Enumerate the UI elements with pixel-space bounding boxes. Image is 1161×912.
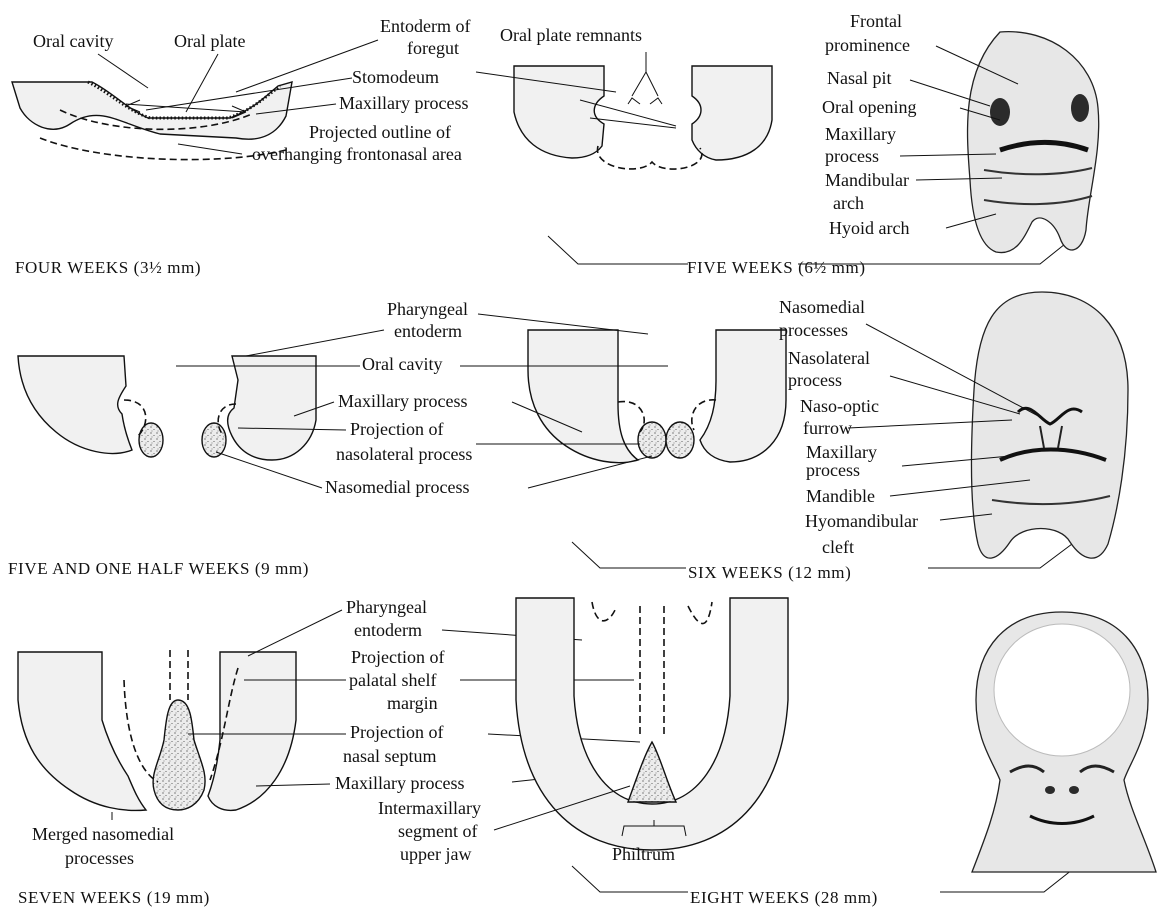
label-hyomandibular-2: cleft (822, 537, 854, 557)
panel-four-weeks: Oral cavity Oral plate Entoderm of foreg… (12, 16, 470, 277)
projected-frontonasal-outline (40, 138, 286, 160)
label-septum-2: nasal septum (343, 746, 436, 766)
six-weeks-left-section (528, 330, 638, 463)
caption-four-weeks: FOUR WEEKS (3½ mm) (15, 258, 201, 277)
label-pharyngeal-2-7w: entoderm (354, 620, 422, 640)
merged-nasomedial-processes (153, 700, 205, 810)
eight-weeks-section (516, 598, 788, 850)
label-oral-cavity-4w: Oral cavity (33, 31, 113, 51)
label-merged-1: Merged nasomedial (32, 824, 174, 844)
label-hyoid-arch: Hyoid arch (829, 218, 909, 238)
label-pharyngeal-1-7w: Pharyngeal (346, 597, 427, 617)
label-projection-1-5h: Projection of (350, 419, 443, 439)
label-nasooptic-1: Naso-optic (800, 396, 879, 416)
label-maxillary-2-5w: process (825, 146, 879, 166)
embryo-face-six-weeks (971, 292, 1128, 558)
label-entoderm-foregut-2: foregut (407, 38, 459, 58)
label-nasomedial-5h: Nasomedial process (325, 477, 469, 497)
label-intermax-1: Intermaxillary (378, 798, 481, 818)
six-weeks-right-section (700, 330, 786, 462)
label-frontal-2: prominence (825, 35, 910, 55)
five-weeks-right-section (692, 66, 772, 160)
label-nasooptic-2: furrow (803, 418, 852, 438)
label-oral-cavity-5h: Oral cavity (362, 354, 442, 374)
label-palatal-3: margin (387, 693, 438, 713)
label-pharyngeal-2-5h: entoderm (394, 321, 462, 341)
label-merged-2: processes (65, 848, 134, 868)
five-half-right-nasomedial (202, 423, 226, 457)
embryo-face-five-weeks (968, 32, 1099, 253)
label-nasomedial-1-6w: Nasomedial (779, 297, 865, 317)
label-oral-plate-remnants: Oral plate remnants (500, 25, 642, 45)
panel-eight-weeks: Intermaxillary segment of upper jaw Phil… (378, 598, 1156, 907)
caption-seven-weeks: SEVEN WEEKS (19 mm) (18, 888, 210, 907)
caption-five-half-weeks: FIVE AND ONE HALF WEEKS (9 mm) (8, 559, 309, 578)
label-pharyngeal-1-5h: Pharyngeal (387, 299, 468, 319)
caption-five-weeks: FIVE WEEKS (6½ mm) (687, 258, 866, 277)
five-half-left-nasomedial (139, 423, 163, 457)
label-maxillary-1-5w: Maxillary (825, 124, 896, 144)
label-stomodeum: Stomodeum (352, 67, 439, 87)
caption-six-weeks: SIX WEEKS (12 mm) (688, 563, 851, 582)
label-oral-plate-4w: Oral plate (174, 31, 245, 51)
label-frontal-1: Frontal (850, 11, 902, 31)
five-half-left-section (18, 356, 132, 453)
seven-weeks-left-section (18, 652, 146, 810)
label-palatal-1: Projection of (351, 647, 444, 667)
nasal-septum-triangle (628, 742, 676, 802)
panel-five-half-weeks: Pharyngeal entoderm Oral cavity Maxillar… (8, 299, 786, 578)
panel-five-weeks: Oral plate remnants FIVE WEEKS (6½ mm) F… (476, 11, 1099, 277)
label-intermax-3: upper jaw (400, 844, 471, 864)
label-maxillary-5h: Maxillary process (338, 391, 467, 411)
label-entoderm-foregut-1: Entoderm of (380, 16, 470, 36)
label-projected-outline-1: Projected outline of (309, 122, 451, 142)
five-half-right-section (228, 356, 316, 460)
label-maxillary-process-4w: Maxillary process (339, 93, 468, 113)
label-nasal-pit: Nasal pit (827, 68, 892, 88)
caption-eight-weeks: EIGHT WEEKS (28 mm) (690, 888, 878, 907)
label-mandibular-2: arch (833, 193, 864, 213)
seven-weeks-right-section (208, 652, 296, 810)
four-weeks-section (12, 82, 292, 139)
label-maxillary-7w: Maxillary process (335, 773, 464, 793)
embryo-face-eight-weeks (972, 612, 1156, 872)
label-hyomandibular-1: Hyomandibular (805, 511, 918, 531)
label-philtrum: Philtrum (612, 844, 675, 864)
label-mandible: Mandible (806, 486, 875, 506)
label-oral-opening: Oral opening (822, 97, 916, 117)
five-weeks-outline (597, 146, 701, 169)
label-projection-2-5h: nasolateral process (336, 444, 472, 464)
label-septum-1: Projection of (350, 722, 443, 742)
label-mandibular-1: Mandibular (825, 170, 909, 190)
label-projected-outline-2: overhanging frontonasal area (252, 144, 462, 164)
label-maxillary-2-6w: process (806, 460, 860, 480)
label-nasolateral-2-6w: process (788, 370, 842, 390)
label-palatal-2: palatal shelf (349, 670, 436, 690)
label-intermax-2: segment of (398, 821, 477, 841)
label-nasolateral-1-6w: Nasolateral (788, 348, 870, 368)
label-nasomedial-2-6w: processes (779, 320, 848, 340)
label-maxillary-1-6w: Maxillary (806, 442, 877, 462)
